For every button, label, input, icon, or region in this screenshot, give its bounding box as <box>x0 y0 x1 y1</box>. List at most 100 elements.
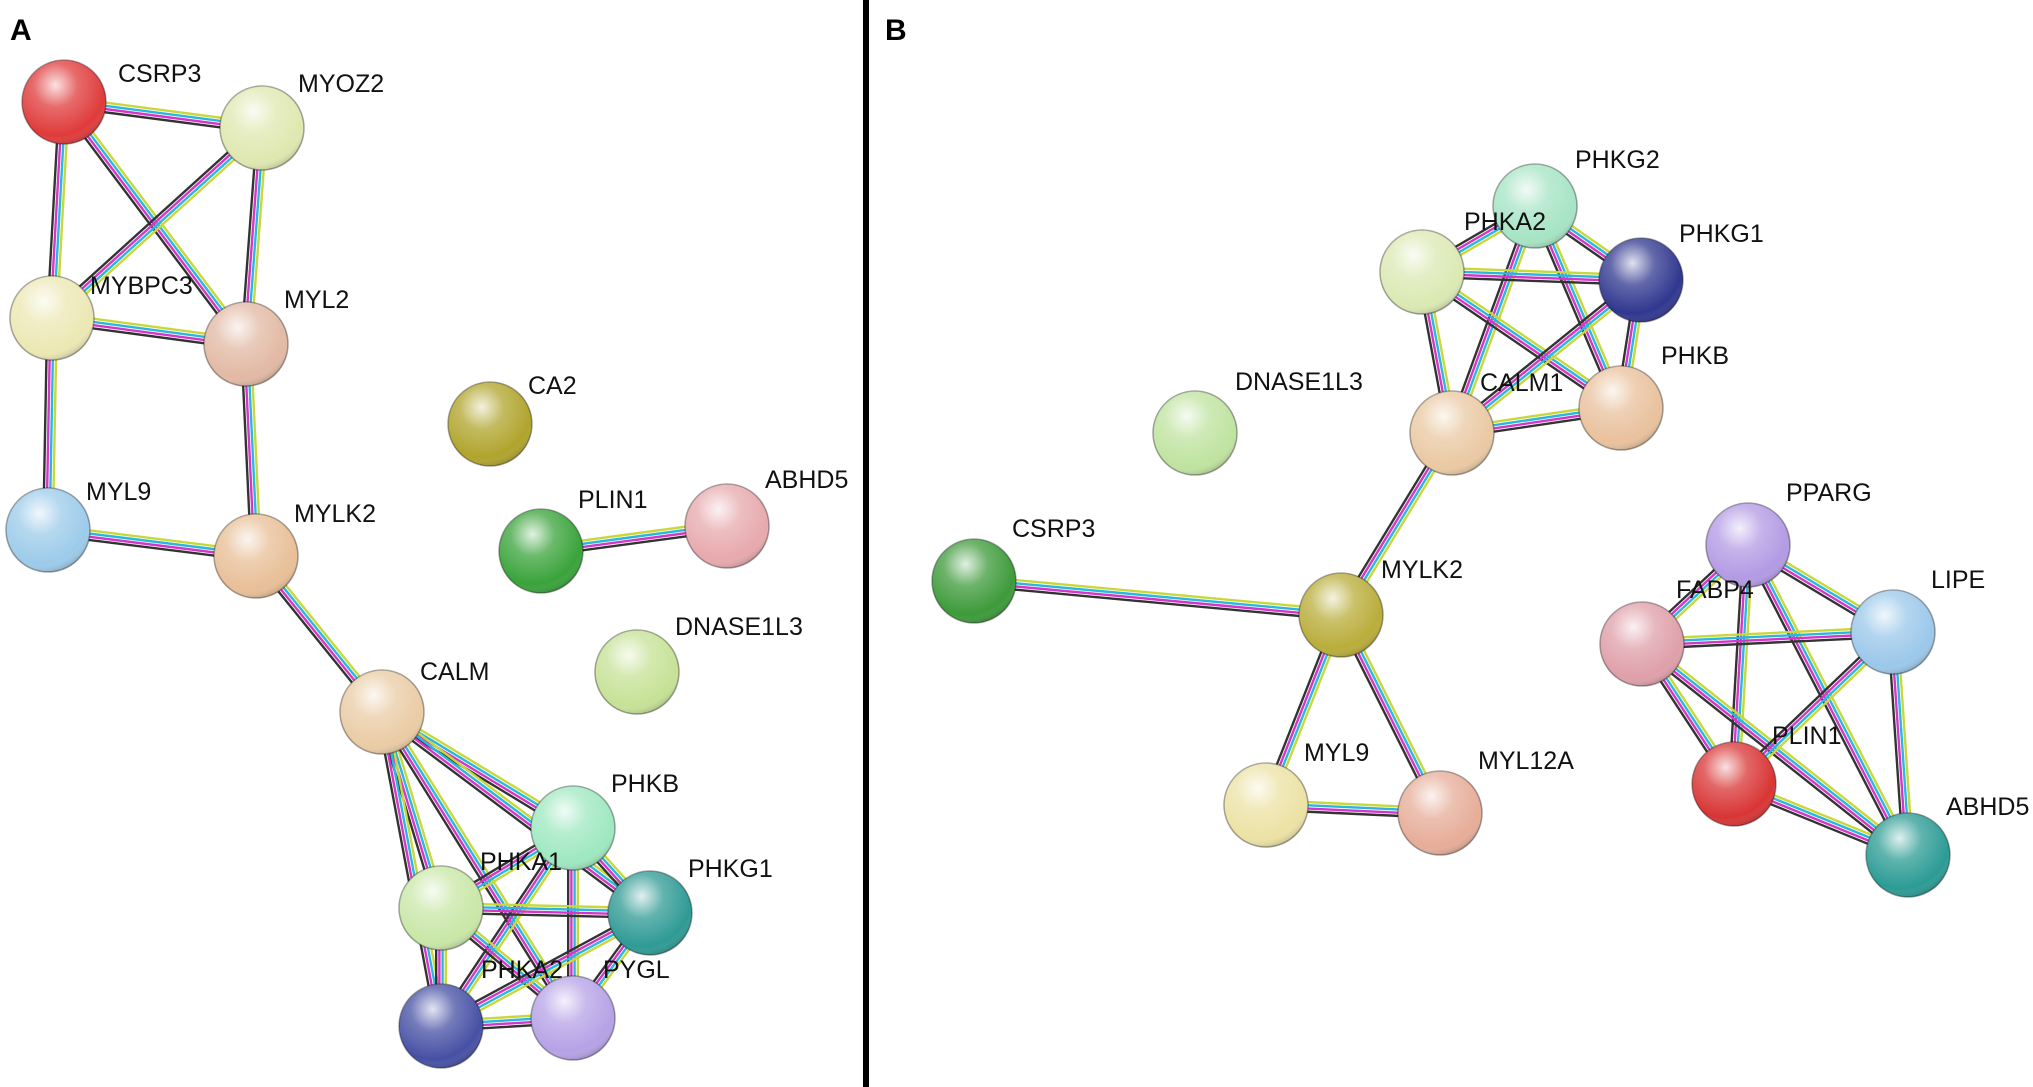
node-highlight <box>1410 391 1494 475</box>
node-highlight <box>1299 573 1383 657</box>
edge-line <box>379 712 441 1027</box>
node-myoz2: MYOZ2 <box>219 70 384 171</box>
edge-line <box>974 575 1342 612</box>
node-label: PYGL <box>603 956 670 984</box>
node-highlight <box>1153 391 1237 475</box>
node-label: MYOZ2 <box>298 70 384 98</box>
edge-line <box>50 125 262 318</box>
node-label: MYLK2 <box>294 500 376 528</box>
node-label: LIPE <box>1931 566 1985 594</box>
node-fabp4: FABP4 <box>1599 576 1754 687</box>
node-label: PPARG <box>1786 479 1872 507</box>
node-plin1: PLIN1 <box>498 486 647 594</box>
node-phka1: PHKA1 <box>398 848 562 951</box>
node-highlight <box>220 86 304 170</box>
node-myl9: MYL9 <box>1223 739 1369 848</box>
edge-myoz2-mybpc3 <box>47 123 267 323</box>
node-phkg1: PHKG1 <box>1598 220 1764 323</box>
node-highlight <box>214 514 298 598</box>
node-highlight <box>399 984 483 1068</box>
edge-line <box>1642 635 1894 650</box>
node-dnase1l3: DNASE1L3 <box>1152 368 1363 476</box>
edge-line <box>380 712 650 916</box>
node-ca2: CA2 <box>447 372 577 467</box>
node-highlight <box>399 866 483 950</box>
node-highlight <box>1851 590 1935 674</box>
node-highlight <box>1493 164 1577 248</box>
node-label: DNASE1L3 <box>1235 368 1363 396</box>
node-lipe: LIPE <box>1850 566 1985 675</box>
node-label: PHKB <box>611 770 679 798</box>
edge-line <box>1641 626 1893 641</box>
edge-line <box>376 712 438 1028</box>
node-dnase1l3: DNASE1L3 <box>594 613 803 715</box>
node-label: FABP4 <box>1676 576 1754 604</box>
node-abhd5: ABHD5 <box>684 466 848 569</box>
node-label: CALM <box>420 658 489 686</box>
node-label: MYL9 <box>1304 739 1369 767</box>
node-mylk2: MYLK2 <box>213 500 376 599</box>
node-highlight <box>1579 366 1663 450</box>
node-label: MYL2 <box>284 286 349 314</box>
node-label: MYLK2 <box>1381 556 1463 584</box>
edge-line <box>973 581 1341 618</box>
node-label: ABHD5 <box>1946 793 2029 821</box>
edge-line <box>973 584 1341 621</box>
node-label: PHKA2 <box>1464 208 1546 236</box>
node-label: CA2 <box>528 372 577 400</box>
node-abhd5: ABHD5 <box>1865 793 2029 898</box>
node-label: PLIN1 <box>578 486 647 514</box>
node-highlight <box>1224 763 1308 847</box>
node-phkg2: PHKG2 <box>1492 146 1660 249</box>
node-calm1: CALM1 <box>1409 369 1563 476</box>
edge-line <box>1642 641 1910 855</box>
node-phka2: PHKA2 <box>398 956 563 1069</box>
node-highlight <box>6 488 90 572</box>
node-plin1: PLIN1 <box>1691 722 1841 827</box>
node-csrp3: CSRP3 <box>931 515 1095 624</box>
node-highlight <box>531 786 615 870</box>
node-highlight <box>685 484 769 568</box>
node-highlight <box>1380 230 1464 314</box>
node-phkb: PHKB <box>530 770 679 871</box>
node-label: ABHD5 <box>765 466 848 494</box>
node-label: CSRP3 <box>118 60 201 88</box>
node-highlight <box>10 276 94 360</box>
edge-calm-phka2 <box>376 710 447 1028</box>
node-highlight <box>1692 742 1776 826</box>
node-calm: CALM <box>339 658 489 755</box>
node-label: PHKB <box>1661 342 1729 370</box>
panel-a-label: A <box>10 14 32 47</box>
node-csrp3: CSRP3 <box>21 59 201 145</box>
panel-b-label: B <box>885 14 907 47</box>
node-highlight <box>1866 813 1950 897</box>
node-label: PHKG1 <box>1679 220 1764 248</box>
edge-line <box>382 711 444 1026</box>
edge-line <box>47 123 260 316</box>
node-highlight <box>1599 238 1683 322</box>
node-highlight <box>1706 503 1790 587</box>
node-myl12a: MYL12A <box>1397 747 1574 856</box>
edge-line <box>54 130 267 323</box>
node-highlight <box>1398 771 1482 855</box>
edge-line <box>378 714 648 918</box>
node-mybpc3: MYBPC3 <box>9 272 193 361</box>
node-phkb: PHKB <box>1578 342 1729 451</box>
node-label: MYL12A <box>1478 747 1574 775</box>
node-label: CSRP3 <box>1012 515 1095 543</box>
node-label: PLIN1 <box>1772 722 1841 750</box>
edge-line <box>52 128 264 321</box>
edge-csrp3-mylk2 <box>973 575 1342 621</box>
edge-line <box>382 709 652 913</box>
node-highlight <box>595 630 679 714</box>
node-label: PHKA2 <box>481 956 563 984</box>
node-label: MYL9 <box>86 478 151 506</box>
node-highlight <box>499 509 583 593</box>
node-highlight <box>932 539 1016 623</box>
node-phkg1: PHKG1 <box>607 855 773 956</box>
node-label: PHKG2 <box>1575 146 1660 174</box>
